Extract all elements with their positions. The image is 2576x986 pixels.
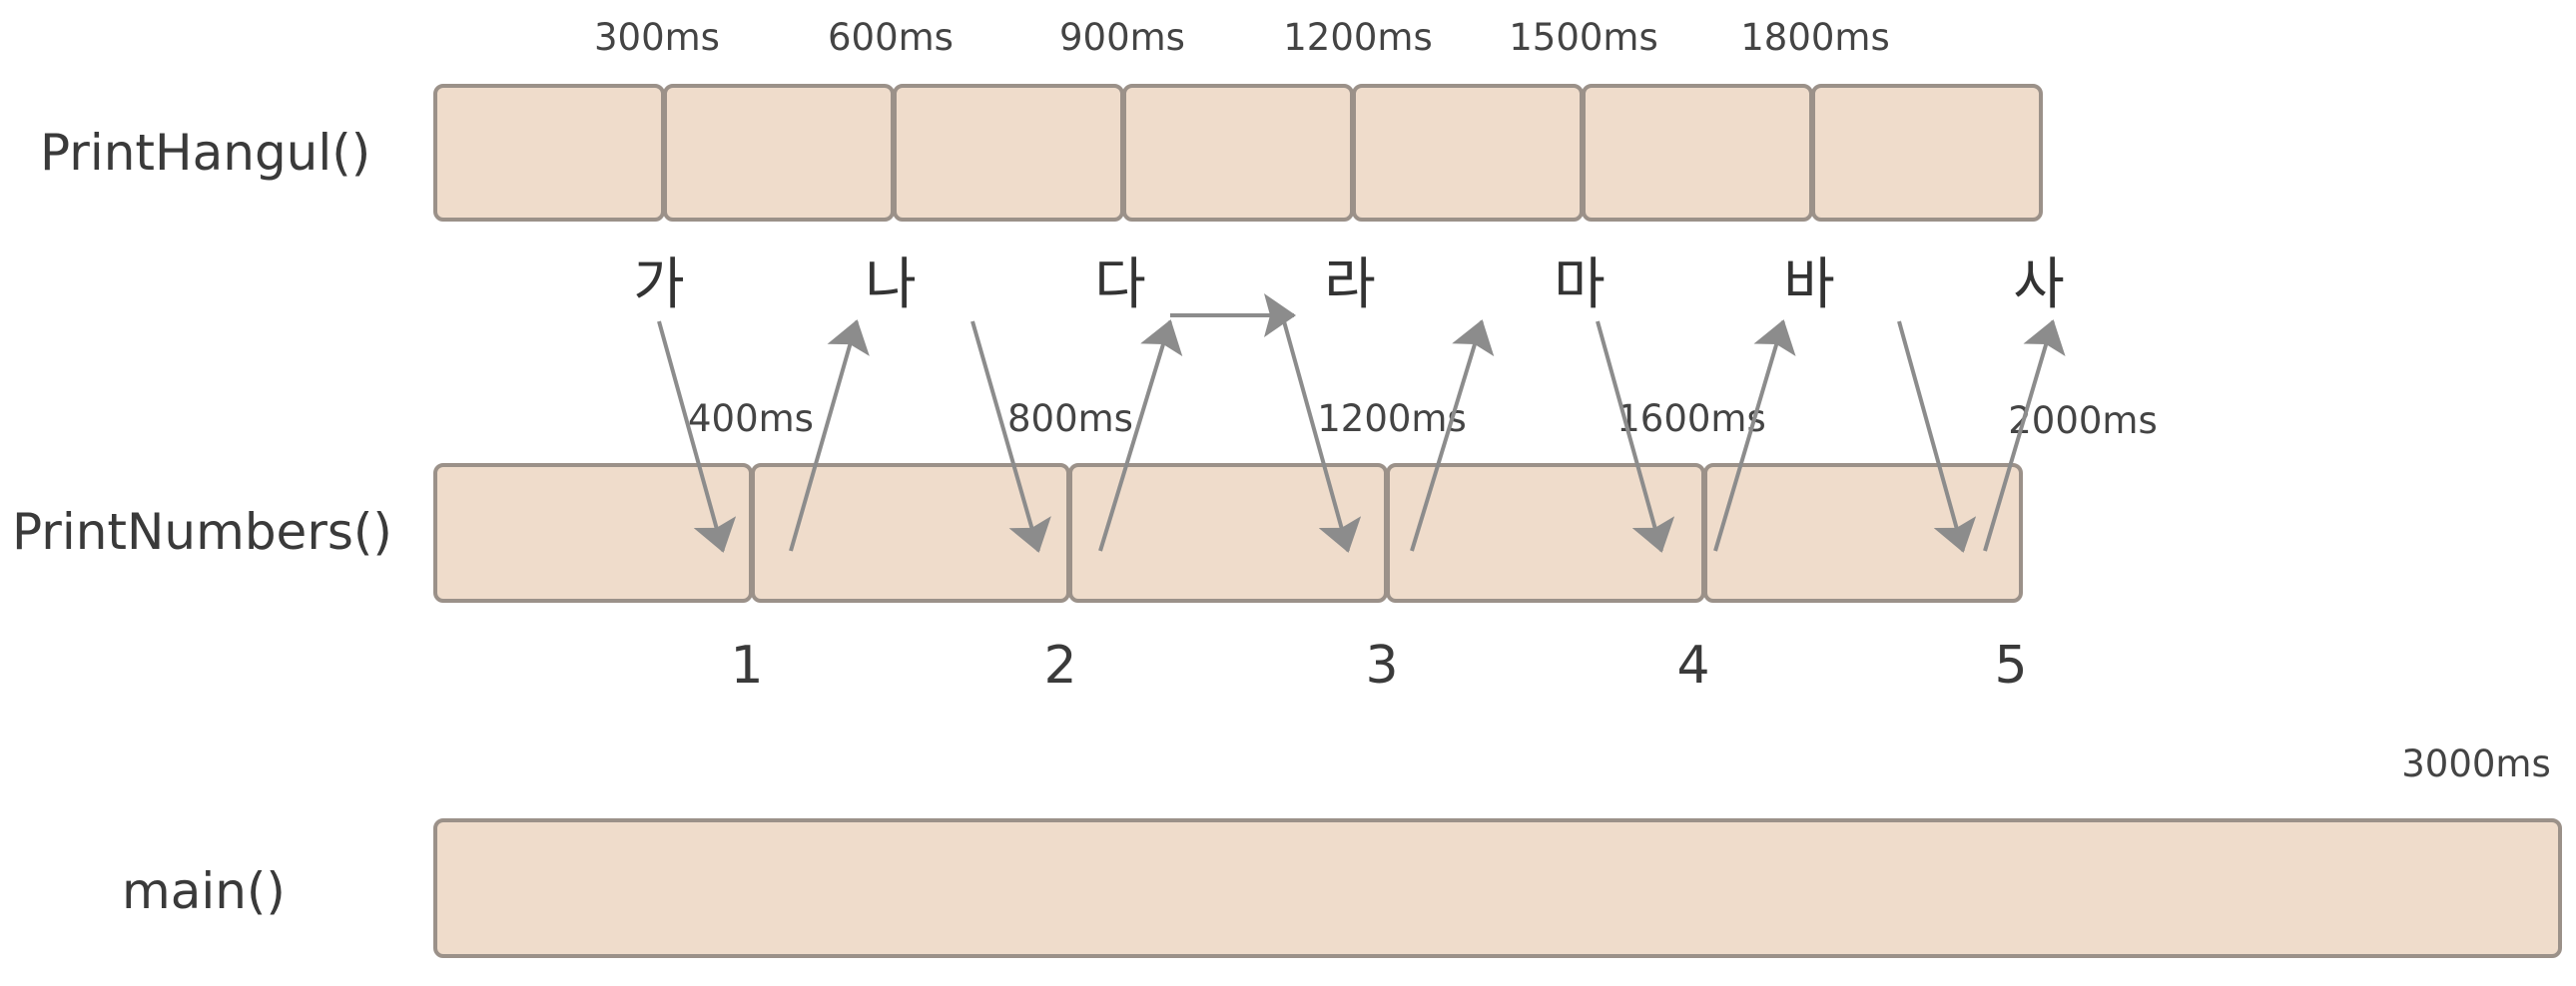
- hangul-blocks: [433, 84, 2043, 222]
- hangul-letter: 다: [1094, 252, 1146, 317]
- hangul-time-label: 1800ms: [1740, 16, 1889, 59]
- arrow-down-icon: [1282, 320, 1362, 553]
- numbers-time-label: 2000ms: [2008, 399, 2157, 442]
- hangul-letter: 라: [1324, 252, 1376, 317]
- hangul-letter: 나: [865, 252, 917, 317]
- arrow-up-icon: [1410, 319, 1495, 552]
- arrow-up-icon: [1983, 319, 2066, 552]
- hangul-time-label: 1200ms: [1283, 16, 1432, 59]
- numbers-time-label: 1200ms: [1317, 397, 1466, 440]
- arrow-up-icon: [1098, 319, 1183, 552]
- numbers-time-label: 800ms: [1007, 397, 1133, 440]
- numbers-time-label: 1600ms: [1616, 397, 1765, 440]
- arrow-down-icon: [657, 320, 737, 553]
- hangul-letter: 사: [2013, 252, 2065, 317]
- hangul-letter: 바: [1783, 252, 1835, 317]
- numbers-block: [1703, 463, 2023, 603]
- hangul-letter: 가: [633, 252, 685, 317]
- number-output: 4: [1676, 636, 1709, 696]
- switch-arrows: [657, 293, 2066, 553]
- number-output: 2: [1043, 636, 1076, 696]
- number-output: 3: [1365, 636, 1398, 696]
- number-output: 1: [730, 636, 763, 696]
- row-label-print-numbers: PrintNumbers(): [12, 503, 392, 561]
- main-time-label: 3000ms: [2401, 742, 2550, 785]
- hangul-time-label: 600ms: [828, 16, 954, 59]
- numbers-blocks: [433, 463, 2023, 603]
- row-label-print-hangul: PrintHangul(): [40, 124, 370, 182]
- hangul-block: [893, 84, 1124, 222]
- numbers-time-label: 400ms: [688, 397, 814, 440]
- hangul-letter: 마: [1554, 252, 1606, 317]
- main-block: [433, 818, 2562, 958]
- row-label-main: main(): [122, 862, 286, 920]
- numbers-block: [1068, 463, 1388, 603]
- hangul-time-label: 1500ms: [1509, 16, 1657, 59]
- hangul-block: [663, 84, 895, 222]
- hangul-block: [433, 84, 665, 222]
- number-output: 5: [1994, 636, 2027, 696]
- arrow-up-icon: [1713, 319, 1796, 552]
- arrow-down-icon: [1596, 320, 1675, 553]
- hangul-time-label: 300ms: [594, 16, 720, 59]
- arrow-down-icon: [970, 320, 1051, 553]
- arrow-down-icon: [1897, 320, 1977, 553]
- hangul-block: [1811, 84, 2043, 222]
- arrow-up-icon: [789, 319, 870, 552]
- hangul-time-label: 900ms: [1059, 16, 1185, 59]
- hangul-block: [1352, 84, 1584, 222]
- hangul-block: [1122, 84, 1354, 222]
- hangul-block: [1582, 84, 1813, 222]
